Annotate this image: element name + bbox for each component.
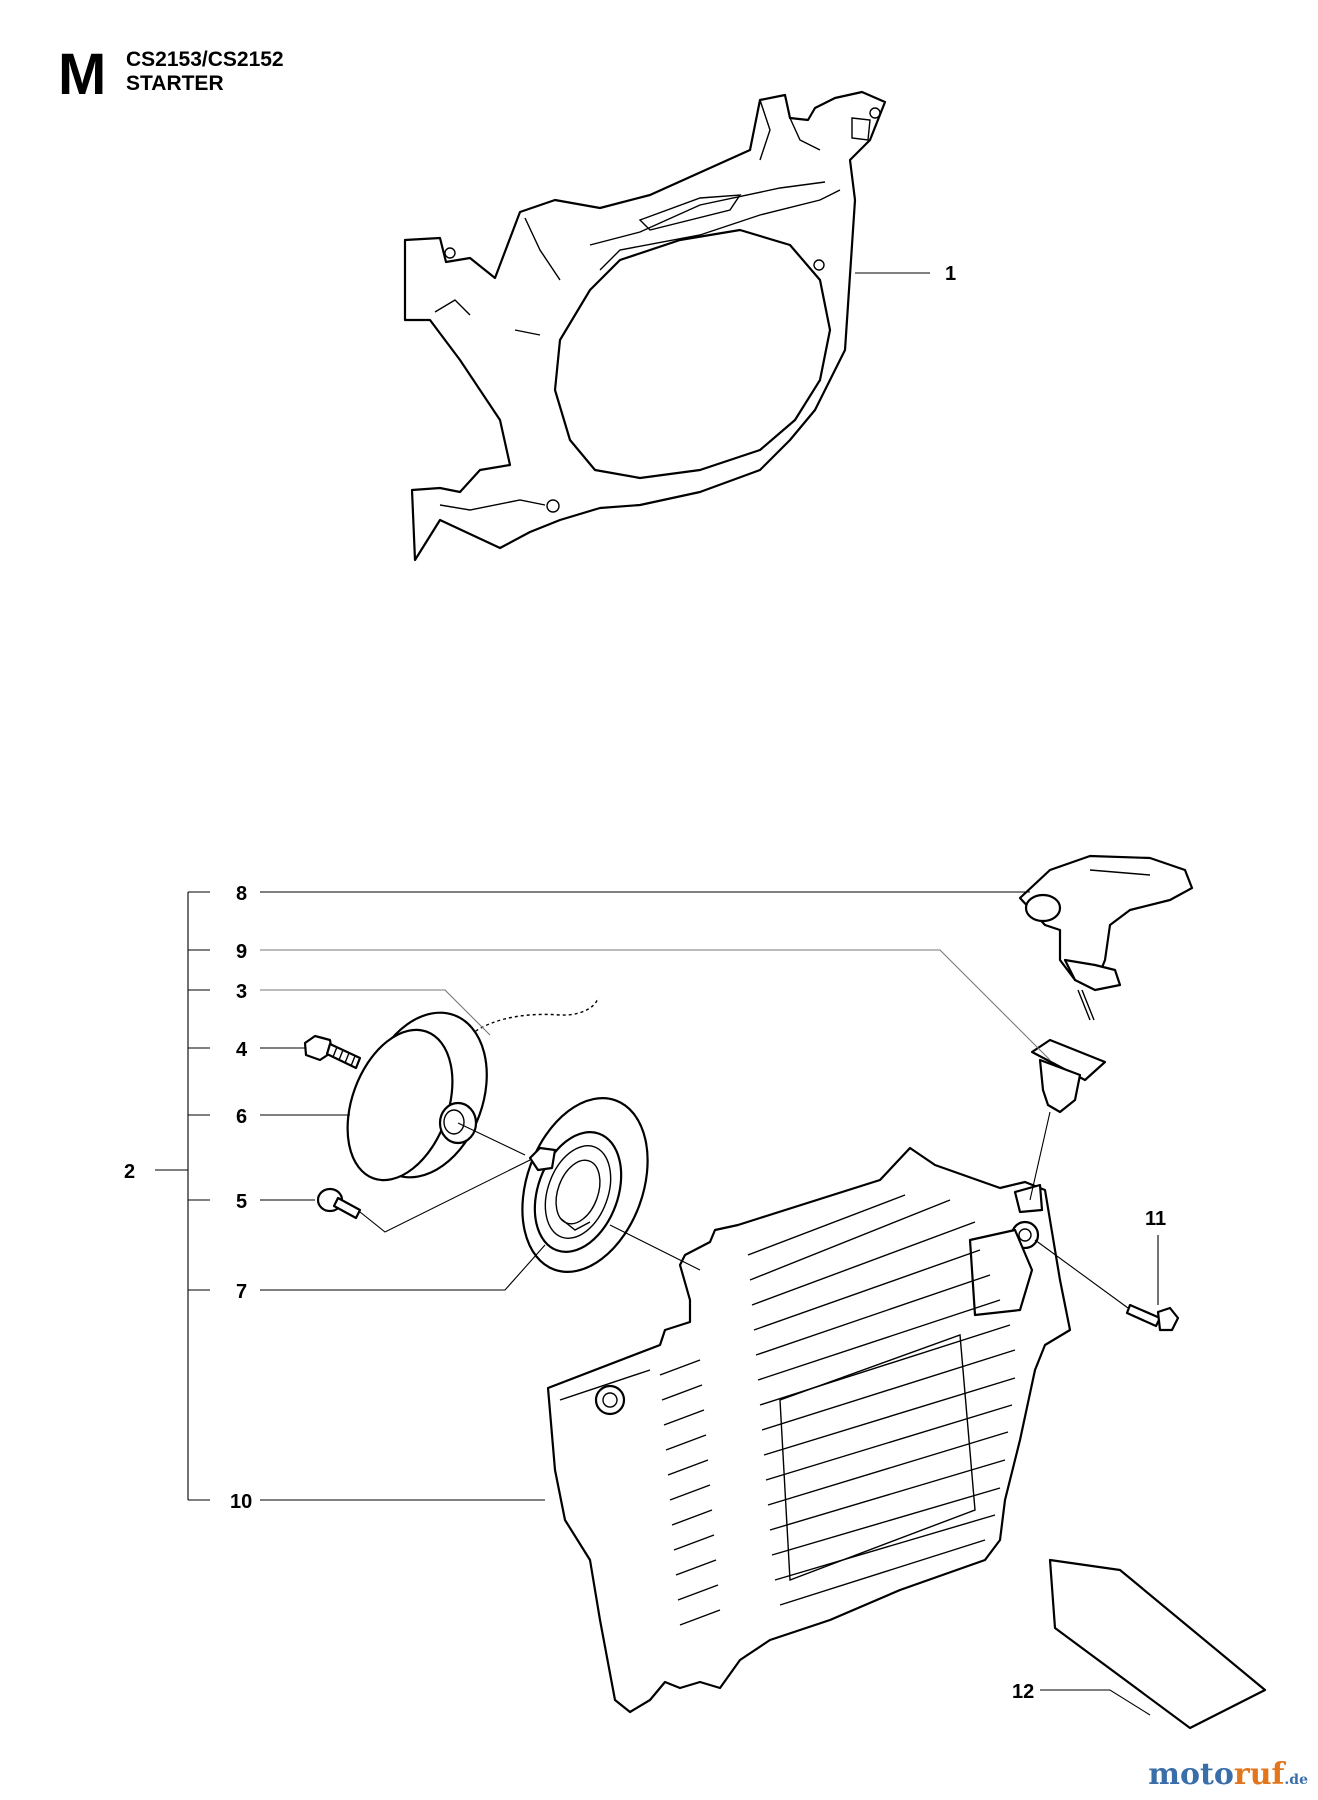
part-11-screw [1125, 1303, 1180, 1332]
callout-12: 12 [1012, 1681, 1034, 1703]
section-letter: M [58, 42, 107, 107]
part-12-decal [1048, 1558, 1267, 1730]
watermark-part-b: ruf [1233, 1757, 1285, 1792]
part-6-rope-pulley [346, 1011, 488, 1182]
callout-2: 2 [124, 1161, 135, 1183]
callout-1: 1 [945, 263, 956, 285]
callout-6: 6 [236, 1106, 247, 1128]
callout-labels: 1 2 3 4 5 6 7 8 9 10 11 12 [124, 263, 1166, 1703]
part-7-recoil-spring [521, 1097, 649, 1273]
leader-lines [155, 272, 1159, 1716]
watermark-part-a: moto [1148, 1757, 1234, 1792]
part-8-starter-handle [1018, 854, 1194, 992]
callout-3: 3 [236, 981, 247, 1003]
cover-vent-slats [659, 1194, 1016, 1626]
model-number: CS2153/CS2152 [126, 48, 284, 71]
callout-4: 4 [236, 1039, 248, 1061]
part-9-rope-guide [1030, 989, 1107, 1114]
part-3-starter-rope [458, 997, 600, 1047]
callout-7: 7 [236, 1281, 247, 1303]
part-1-starter-bracket [403, 90, 887, 562]
part-5-screw [316, 1187, 362, 1220]
callout-10: 10 [230, 1491, 252, 1513]
callout-8: 8 [236, 883, 247, 905]
callout-5: 5 [236, 1191, 247, 1213]
callout-9: 9 [236, 941, 247, 963]
part-4-screw [303, 1034, 362, 1070]
part-10-starter-cover [546, 1146, 1072, 1714]
section-title: STARTER [126, 72, 224, 95]
callout-11: 11 [1145, 1208, 1166, 1230]
watermark-logo: motoruf.de [1148, 1757, 1308, 1792]
watermark-part-c: .de [1284, 1772, 1308, 1788]
